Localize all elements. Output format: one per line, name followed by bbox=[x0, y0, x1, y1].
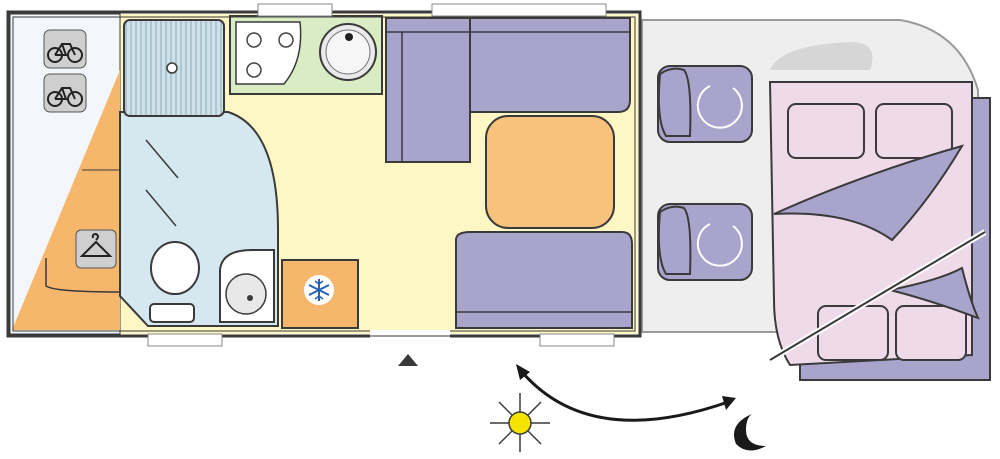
hanger-icon bbox=[75, 229, 117, 269]
window bbox=[431, 3, 607, 17]
burner bbox=[246, 32, 294, 78]
cab-seat-top bbox=[657, 65, 753, 143]
blanket-fold-lower bbox=[889, 266, 980, 320]
stove bbox=[235, 21, 302, 85]
bicycle-icon bbox=[43, 73, 87, 113]
fridge bbox=[281, 259, 359, 329]
toilet bbox=[149, 241, 200, 323]
drop-down-bed bbox=[768, 81, 991, 381]
sink bbox=[319, 23, 377, 81]
window bbox=[147, 333, 223, 347]
crescent-moon-icon bbox=[734, 414, 766, 451]
bench-bottom bbox=[455, 231, 633, 329]
entry-door bbox=[370, 330, 450, 338]
snowflake-icon bbox=[304, 275, 334, 305]
pillow bbox=[895, 305, 967, 361]
dining-table bbox=[485, 115, 615, 229]
cab-seat-bottom bbox=[657, 203, 753, 281]
washbasin bbox=[219, 249, 275, 323]
curved-double-arrow-icon bbox=[516, 364, 736, 422]
sun-icon bbox=[490, 393, 550, 452]
bicycle-icon bbox=[43, 29, 87, 69]
pillow bbox=[787, 103, 865, 159]
window bbox=[539, 333, 615, 347]
bench-top bbox=[386, 17, 631, 113]
blanket-fold bbox=[773, 144, 965, 242]
pillow bbox=[875, 103, 953, 159]
shower-drain bbox=[166, 62, 178, 74]
pillow bbox=[817, 305, 889, 361]
triangle-up-icon bbox=[398, 354, 418, 366]
bench-side bbox=[385, 17, 471, 163]
dashboard-shadow bbox=[770, 42, 873, 70]
window bbox=[257, 3, 333, 17]
